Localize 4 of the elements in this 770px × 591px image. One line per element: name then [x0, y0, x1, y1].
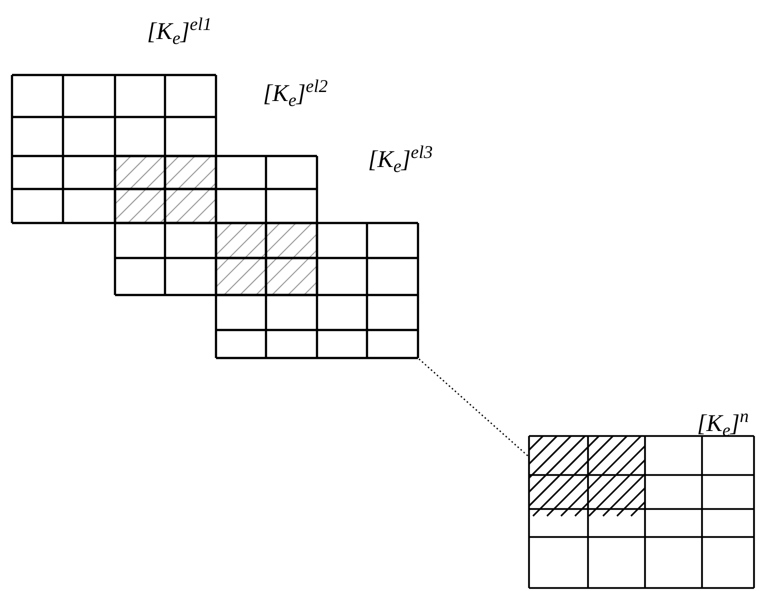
- matrix-label: [K$_{e}$]$^{el3}$: [368, 148, 433, 172]
- matrix-label: [K$_{e}$]$^{el1}$: [147, 20, 212, 44]
- dotted-connector: [418, 358, 528, 456]
- matrix-label: [K$_{e}$]$^{el2}$: [263, 82, 328, 106]
